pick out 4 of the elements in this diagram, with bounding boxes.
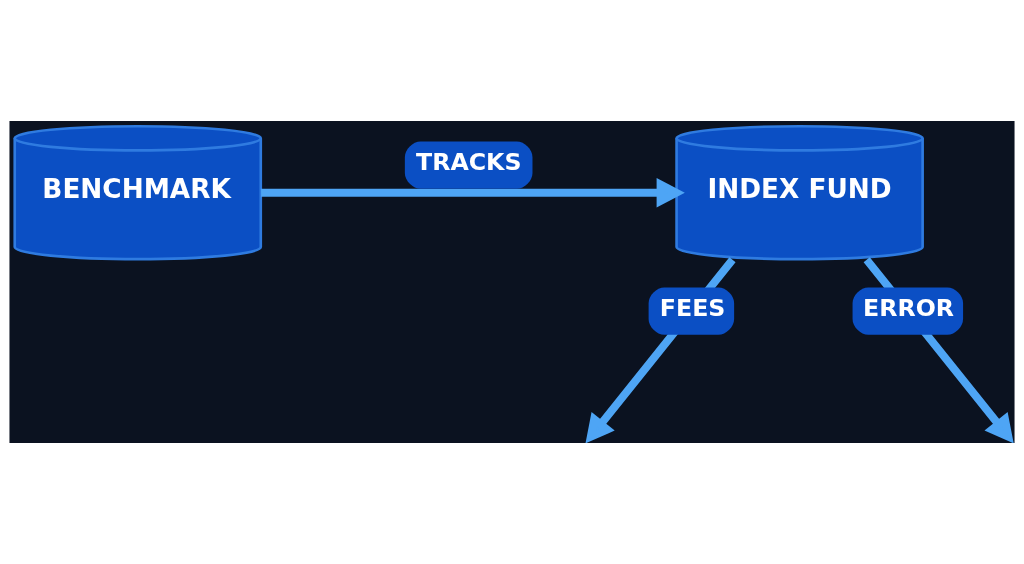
edge-label: FEES bbox=[659, 293, 726, 322]
edge-label: TRACKS bbox=[416, 147, 522, 176]
edge-label: ERROR bbox=[863, 293, 955, 322]
arrow bbox=[261, 177, 685, 208]
